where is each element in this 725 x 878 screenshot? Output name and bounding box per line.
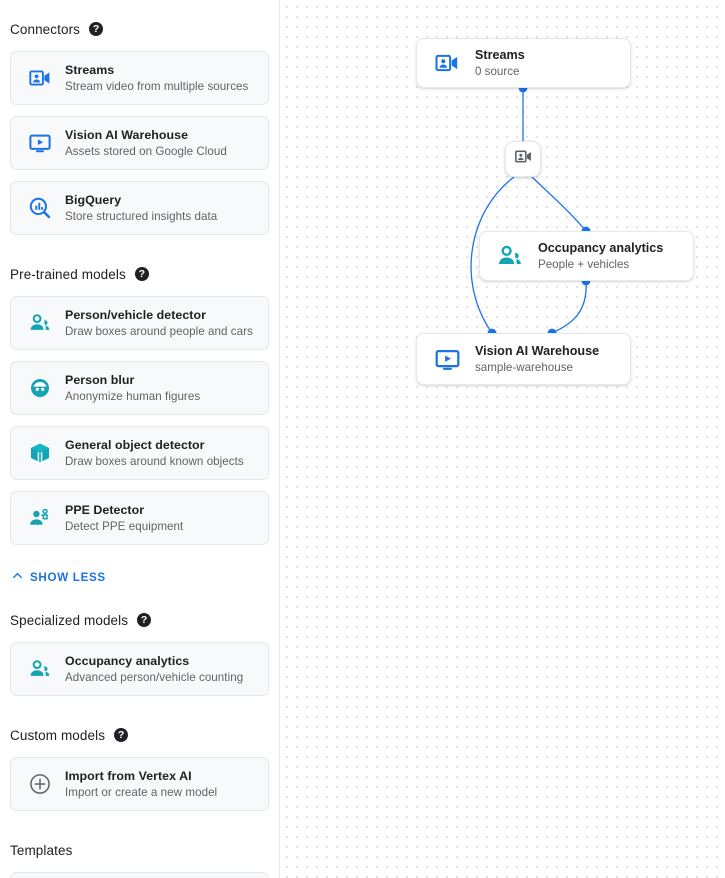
node-subtitle: 0 source xyxy=(475,64,520,78)
graph-node-stream-processor[interactable] xyxy=(505,141,541,177)
card-subtitle: Draw boxes around known objects xyxy=(65,454,244,468)
section-header-pre-trained-models: Pre-trained models ? xyxy=(0,263,279,285)
card-title: General object detector xyxy=(65,437,205,452)
section-header-specialized-models: Specialized models ? xyxy=(0,609,279,631)
card-subtitle: Draw boxes around people and cars xyxy=(65,324,253,338)
sidebar-card-person-blur[interactable]: Person blur Anonymize human figures xyxy=(10,361,269,415)
help-icon[interactable]: ? xyxy=(134,267,149,281)
card-subtitle: Assets stored on Google Cloud xyxy=(65,144,227,158)
people-icon xyxy=(23,311,57,335)
connectors-card-list: Streams Stream video from multiple sourc… xyxy=(0,51,279,235)
section-header-connectors: Connectors ? xyxy=(0,18,279,40)
warehouse-monitor-icon xyxy=(23,131,57,155)
sidebar-card-vision-ai-warehouse[interactable]: Vision AI Warehouse Assets stored on Goo… xyxy=(10,116,269,170)
edge-processor-to-warehouse xyxy=(470,176,515,334)
section-title: Specialized models xyxy=(10,612,129,628)
sidebar-card-occupancy-analytics[interactable]: Occupancy analytics Advanced person/vehi… xyxy=(10,642,269,696)
section-title: Pre-trained models xyxy=(10,266,126,282)
node-title: Occupancy analytics xyxy=(538,240,664,255)
video-camera-icon xyxy=(23,66,57,90)
show-less-button[interactable]: SHOW LESS xyxy=(0,567,279,587)
bigquery-search-icon xyxy=(23,196,57,220)
ppe-person-icon xyxy=(23,506,57,530)
cube-icon xyxy=(23,441,57,465)
card-title: Person/vehicle detector xyxy=(65,307,206,322)
card-title: Occupancy analytics xyxy=(65,653,190,668)
card-subtitle: Anonymize human figures xyxy=(65,389,201,403)
node-title: Vision AI Warehouse xyxy=(475,343,600,358)
edge-occupancy-to-warehouse xyxy=(551,280,587,334)
card-subtitle: Store structured insights data xyxy=(65,209,218,223)
warehouse-monitor-icon xyxy=(431,346,463,373)
sidebar-card-import-from-vertex-ai[interactable]: Import from Vertex AI Import or create a… xyxy=(10,757,269,811)
section-title: Templates xyxy=(10,842,73,858)
card-title: Streams xyxy=(65,62,115,77)
sidebar-card-ppe-detector[interactable]: PPE Detector Detect PPE equipment xyxy=(10,491,269,545)
card-title: BigQuery xyxy=(65,192,122,207)
people-icon xyxy=(23,657,57,681)
specialized-models-card-list: Occupancy analytics Advanced person/vehi… xyxy=(0,642,279,696)
video-camera-icon xyxy=(514,147,533,171)
help-icon[interactable]: ? xyxy=(114,728,129,742)
section-title: Custom models xyxy=(10,727,106,743)
node-subtitle: sample-warehouse xyxy=(475,360,573,374)
card-subtitle: Stream video from multiple sources xyxy=(65,79,249,93)
node-title: Streams xyxy=(475,47,525,62)
templates-card-list: Application template Video streams + Vis… xyxy=(0,872,279,878)
graph-node-vision-ai-warehouse[interactable]: Vision AI Warehouse sample-warehouse xyxy=(416,333,631,385)
chevron-up-icon xyxy=(11,569,24,585)
section-header-templates: Templates xyxy=(0,839,279,861)
people-icon xyxy=(494,242,526,270)
card-title: Vision AI Warehouse xyxy=(65,127,189,142)
card-title: PPE Detector xyxy=(65,502,145,517)
card-subtitle: Advanced person/vehicle counting xyxy=(65,670,244,684)
card-title: Import from Vertex AI xyxy=(65,768,192,783)
graph-canvas[interactable]: Streams 0 source Occupancy analytics Peo… xyxy=(280,0,725,878)
card-subtitle: Import or create a new model xyxy=(65,785,218,799)
graph-edges xyxy=(470,83,591,338)
sidebar-card-general-object-detector[interactable]: General object detector Draw boxes aroun… xyxy=(10,426,269,480)
face-blur-icon xyxy=(23,376,57,400)
pre-trained-models-card-list: Person/vehicle detector Draw boxes aroun… xyxy=(0,296,279,545)
sidebar-card-person-vehicle-detector[interactable]: Person/vehicle detector Draw boxes aroun… xyxy=(10,296,269,350)
section-header-custom-models: Custom models ? xyxy=(0,724,279,746)
sidebar-card-bigquery[interactable]: BigQuery Store structured insights data xyxy=(10,181,269,235)
video-camera-icon xyxy=(431,50,463,76)
sidebar-card-streams[interactable]: Streams Stream video from multiple sourc… xyxy=(10,51,269,105)
show-less-label: SHOW LESS xyxy=(30,570,106,584)
card-subtitle: Detect PPE equipment xyxy=(65,519,184,533)
section-title: Connectors xyxy=(10,21,81,37)
plus-circle-icon xyxy=(23,772,57,796)
card-title: Person blur xyxy=(65,372,135,387)
node-subtitle: People + vehicles xyxy=(538,257,630,271)
graph-node-streams[interactable]: Streams 0 source xyxy=(416,38,631,88)
custom-models-card-list: Import from Vertex AI Import or create a… xyxy=(0,757,279,811)
sidebar-card-application-template[interactable]: Application template Video streams + Vis… xyxy=(10,872,269,878)
component-sidebar[interactable]: Connectors ? Streams Stream video from m… xyxy=(0,0,280,878)
graph-node-occupancy-analytics[interactable]: Occupancy analytics People + vehicles xyxy=(479,231,694,281)
help-icon[interactable]: ? xyxy=(89,22,104,36)
edge-processor-to-occupancy xyxy=(531,176,587,232)
help-icon[interactable]: ? xyxy=(137,613,152,627)
